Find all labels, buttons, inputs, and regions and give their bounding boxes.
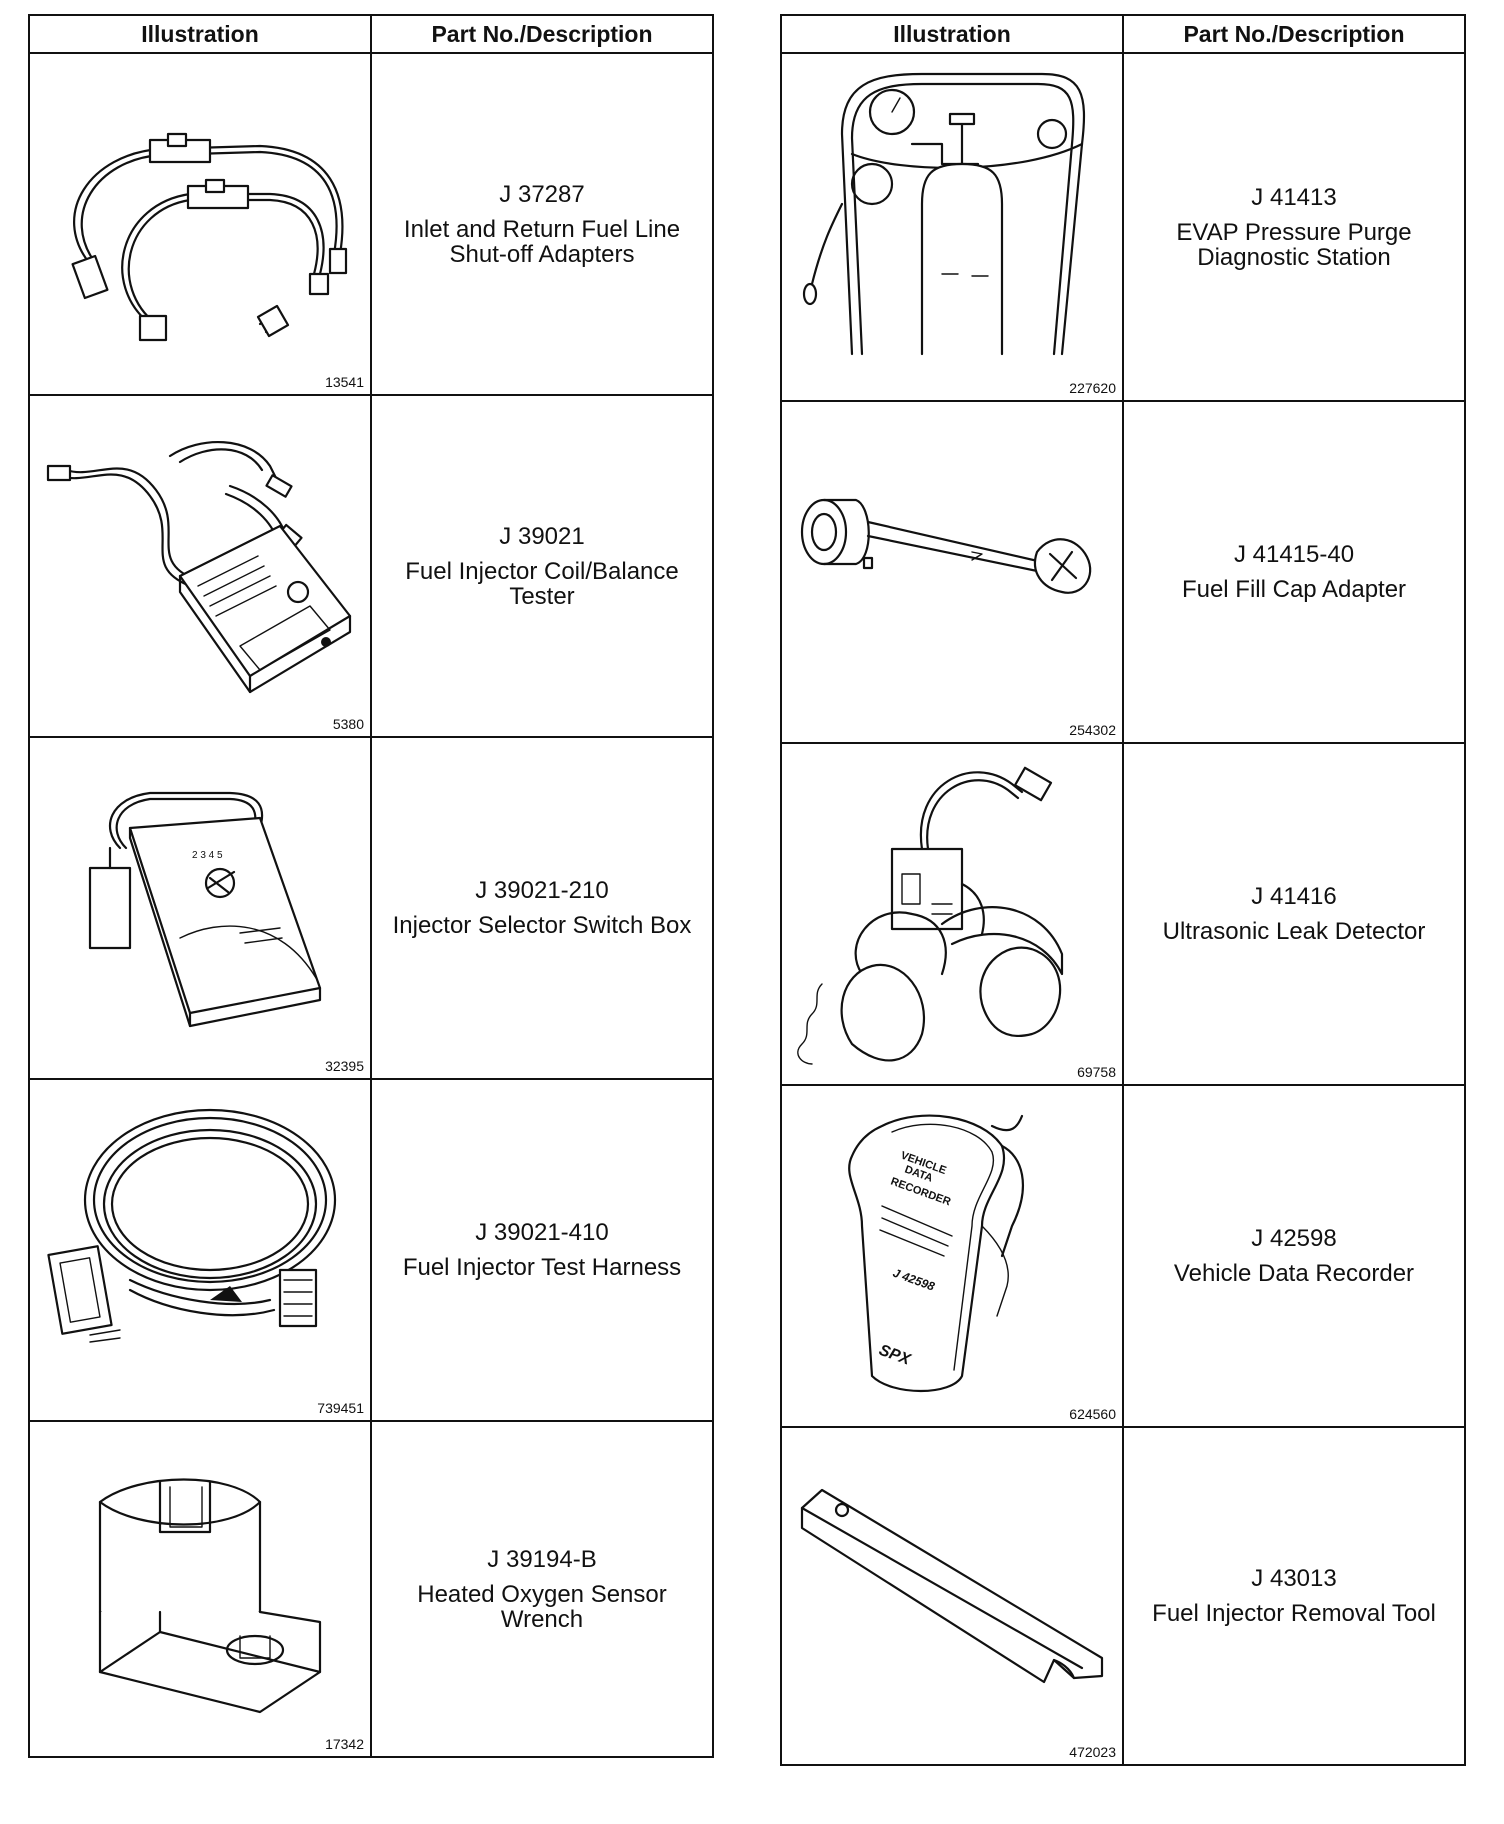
illustration-header: Illustration bbox=[28, 14, 372, 54]
part-description-cell: J 39021-210 Injector Selector Switch Box bbox=[370, 736, 714, 1080]
part-description-cell: J 41416 Ultrasonic Leak Detector bbox=[1122, 742, 1466, 1086]
oxygen-sensor-wrench-icon bbox=[98, 1478, 322, 1714]
part-description-line: Fuel Fill Cap Adapter bbox=[1181, 576, 1407, 603]
part-description-cell: J 42598 Vehicle Data Recorder bbox=[1122, 1084, 1466, 1428]
table-row: 472023 J 43013 Fuel Injector Removal Too… bbox=[780, 1426, 1466, 1766]
left-header-row: Illustration Part No./Description bbox=[28, 14, 714, 54]
fuel-line-adapters-icon bbox=[71, 132, 348, 342]
illustration-header: Illustration bbox=[780, 14, 1124, 54]
illustration-cell: 254302 bbox=[780, 400, 1124, 744]
evap-station-icon bbox=[802, 72, 1086, 356]
illustration-cell: 739451 bbox=[28, 1078, 372, 1422]
right-tools-table: Illustration Part No./Description 227620 bbox=[780, 14, 1466, 1766]
illustration-cell: 2 3 4 5 32395 bbox=[28, 736, 372, 1080]
right-header-row: Illustration Part No./Description bbox=[780, 14, 1466, 54]
table-row: 5380 J 39021 Fuel Injector Coil/Balance … bbox=[28, 394, 714, 738]
test-harness-icon bbox=[47, 1108, 337, 1343]
table-row: 69758 J 41416 Ultrasonic Leak Detector bbox=[780, 742, 1466, 1086]
table-row: 13541 J 37287 Inlet and Return Fuel Line… bbox=[28, 52, 714, 396]
figure-number: 472023 bbox=[1069, 1744, 1116, 1760]
part-number: J 43013 bbox=[1251, 1565, 1337, 1592]
part-number: J 41416 bbox=[1251, 883, 1337, 910]
injector-removal-tool-icon bbox=[800, 1488, 1104, 1684]
fill-cap-adapter-icon bbox=[800, 498, 1092, 594]
part-description-cell: J 43013 Fuel Injector Removal Tool bbox=[1122, 1426, 1466, 1766]
table-row: 17342 J 39194-B Heated Oxygen Sensor Wre… bbox=[28, 1420, 714, 1758]
part-number: J 39194-B bbox=[487, 1545, 597, 1573]
part-description-line: Fuel Injector Test Harness bbox=[402, 1254, 682, 1281]
figure-number: 5380 bbox=[332, 716, 364, 732]
part-description-line: Inlet and Return Fuel Line bbox=[403, 215, 681, 243]
illustration-cell: 5380 bbox=[28, 394, 372, 738]
part-description-line: EVAP Pressure Purge bbox=[1176, 218, 1412, 246]
part-description-line: Ultrasonic Leak Detector bbox=[1162, 918, 1426, 945]
part-description-cell: J 37287 Inlet and Return Fuel Line Shut-… bbox=[370, 52, 714, 396]
figure-number: 17342 bbox=[325, 1736, 364, 1752]
part-description-line: Shut-off Adapters bbox=[449, 240, 635, 268]
figure-number: 69758 bbox=[1077, 1064, 1116, 1080]
part-number: J 39021-210 bbox=[475, 877, 609, 904]
table-row: 227620 J 41413 EVAP Pressure Purge Diagn… bbox=[780, 52, 1466, 402]
part-description-line: Diagnostic Station bbox=[1197, 243, 1391, 271]
part-number: J 42598 bbox=[1251, 1225, 1337, 1252]
table-row: 254302 J 41415-40 Fuel Fill Cap Adapter bbox=[780, 400, 1466, 744]
part-description-line: Heated Oxygen Sensor bbox=[417, 1580, 667, 1608]
part-description-line: Wrench bbox=[500, 1605, 584, 1633]
figure-number: 254302 bbox=[1069, 722, 1116, 738]
illustration-cell: 13541 bbox=[28, 52, 372, 396]
part-number: J 39021-410 bbox=[475, 1219, 609, 1246]
left-tools-table: Illustration Part No./Description 13 bbox=[28, 14, 714, 1758]
part-description-cell: J 41415-40 Fuel Fill Cap Adapter bbox=[1122, 400, 1466, 744]
table-row: 2 3 4 5 32395 J 39021-210 Injector Selec… bbox=[28, 736, 714, 1080]
illustration-cell: 472023 bbox=[780, 1426, 1124, 1766]
svg-text:2 3 4 5: 2 3 4 5 bbox=[192, 850, 223, 861]
table-row: VEHICLE DATA RECORDER J 42598 SPX 624560… bbox=[780, 1084, 1466, 1428]
illustration-cell: 17342 bbox=[28, 1420, 372, 1758]
part-description-line: Injector Selector Switch Box bbox=[392, 912, 692, 939]
illustration-cell: 227620 bbox=[780, 52, 1124, 402]
description-header: Part No./Description bbox=[1122, 14, 1466, 54]
description-header: Part No./Description bbox=[370, 14, 714, 54]
illustration-cell: 69758 bbox=[780, 742, 1124, 1086]
figure-number: 227620 bbox=[1069, 380, 1116, 396]
part-number: J 39021 bbox=[499, 522, 585, 550]
injector-tester-icon bbox=[46, 441, 352, 694]
part-description-line: Fuel Injector Coil/Balance bbox=[405, 557, 679, 585]
part-number: J 41415-40 bbox=[1233, 541, 1355, 568]
selector-switch-box-icon: 2 3 4 5 bbox=[88, 791, 322, 1028]
figure-number: 32395 bbox=[325, 1058, 364, 1074]
illustration-cell: VEHICLE DATA RECORDER J 42598 SPX 624560 bbox=[780, 1084, 1124, 1428]
part-description-cell: J 41413 EVAP Pressure Purge Diagnostic S… bbox=[1122, 52, 1466, 402]
table-row: 739451 J 39021-410 Fuel Injector Test Ha… bbox=[28, 1078, 714, 1422]
part-description-cell: J 39021-410 Fuel Injector Test Harness bbox=[370, 1078, 714, 1422]
data-recorder-icon: VEHICLE DATA RECORDER J 42598 SPX bbox=[848, 1114, 1024, 1392]
figure-number: 13541 bbox=[325, 374, 364, 390]
part-description-cell: J 39194-B Heated Oxygen Sensor Wrench bbox=[370, 1420, 714, 1758]
part-number: J 37287 bbox=[499, 180, 585, 208]
leak-detector-icon bbox=[797, 766, 1064, 1065]
part-description-line: Vehicle Data Recorder bbox=[1173, 1260, 1415, 1287]
figure-number: 624560 bbox=[1069, 1406, 1116, 1422]
part-description-line: Fuel Injector Removal Tool bbox=[1152, 1600, 1436, 1627]
part-description-cell: J 39021 Fuel Injector Coil/Balance Teste… bbox=[370, 394, 714, 738]
figure-number: 739451 bbox=[317, 1400, 364, 1416]
part-number: J 41413 bbox=[1251, 183, 1337, 211]
part-description-line: Tester bbox=[509, 582, 575, 610]
